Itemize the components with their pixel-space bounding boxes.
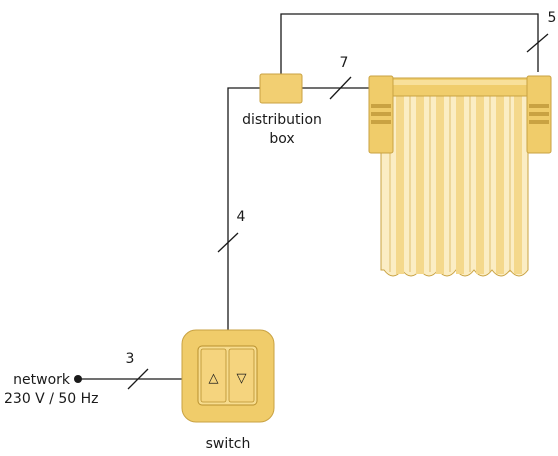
distribution-box-label-line2: box <box>269 131 294 147</box>
cable-ticks <box>127 33 549 390</box>
tick-cable-4 <box>217 232 239 253</box>
curtain-left-endcap <box>368 75 394 154</box>
wall-switch: △ ▽ <box>181 329 275 423</box>
switch-down-button <box>228 348 255 403</box>
curtain-folds <box>396 96 522 274</box>
wire-box-to-motor <box>280 13 539 74</box>
tick-cable-3 <box>127 368 149 390</box>
distribution-box-label-line1: distribution <box>242 112 322 128</box>
cable-label-5: 5 <box>548 10 557 26</box>
switch-up-button <box>200 348 227 403</box>
cable-label-3: 3 <box>126 351 135 367</box>
network-voltage-label: 230 V / 50 Hz <box>4 391 99 407</box>
switch-down-symbol: ▽ <box>237 371 247 386</box>
curtain-right-endcap <box>526 75 552 154</box>
curtain-rail-highlight <box>371 80 549 85</box>
network-label: network <box>13 372 71 388</box>
wire-switch-to-box <box>227 87 260 330</box>
tick-cable-7 <box>329 76 352 100</box>
tick-cable-5 <box>526 33 549 53</box>
distribution-box <box>259 73 303 104</box>
curtain <box>368 75 552 277</box>
cable-label-4: 4 <box>237 209 246 225</box>
cable-label-7: 7 <box>340 55 349 71</box>
network-terminal-dot <box>74 375 82 383</box>
switch-label: switch <box>206 436 251 452</box>
switch-up-symbol: △ <box>209 371 219 386</box>
